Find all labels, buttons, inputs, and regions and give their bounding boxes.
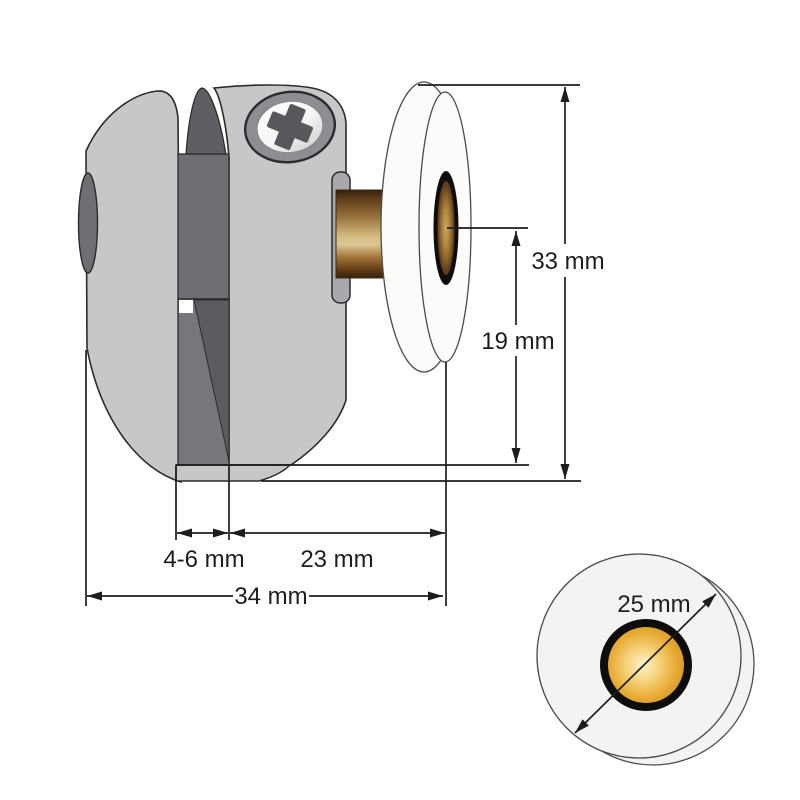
front-detail-view: 25 mm [536,553,755,766]
diameter-arrow [574,593,717,734]
label-33mm: 33 mm [531,248,604,275]
label-25mm: 25 mm [617,591,690,618]
label-19mm: 19 mm [481,328,554,355]
front-plate [85,90,182,484]
label-34mm: 34 mm [234,583,307,610]
side-view [77,81,472,484]
glass-slot-upper [177,153,230,300]
dimensions [85,84,581,606]
slot-arch [185,87,227,156]
slot-gap-highlight [179,300,193,313]
label-23mm: 23 mm [300,546,373,573]
detail-hub [608,627,684,703]
bracket-base [175,464,292,482]
bracket-body [212,84,347,466]
screw-head [243,90,337,164]
axle [335,189,385,279]
wheel-hub [437,181,455,275]
glass-slot-shadow [193,299,230,462]
mounting-hole-oval [77,172,99,274]
label-4-6mm: 4-6 mm [163,546,244,573]
phillips-cross-icon [267,104,313,150]
dimension-labels: 33 mm 19 mm 4-6 mm 23 mm 34 mm [163,248,604,610]
